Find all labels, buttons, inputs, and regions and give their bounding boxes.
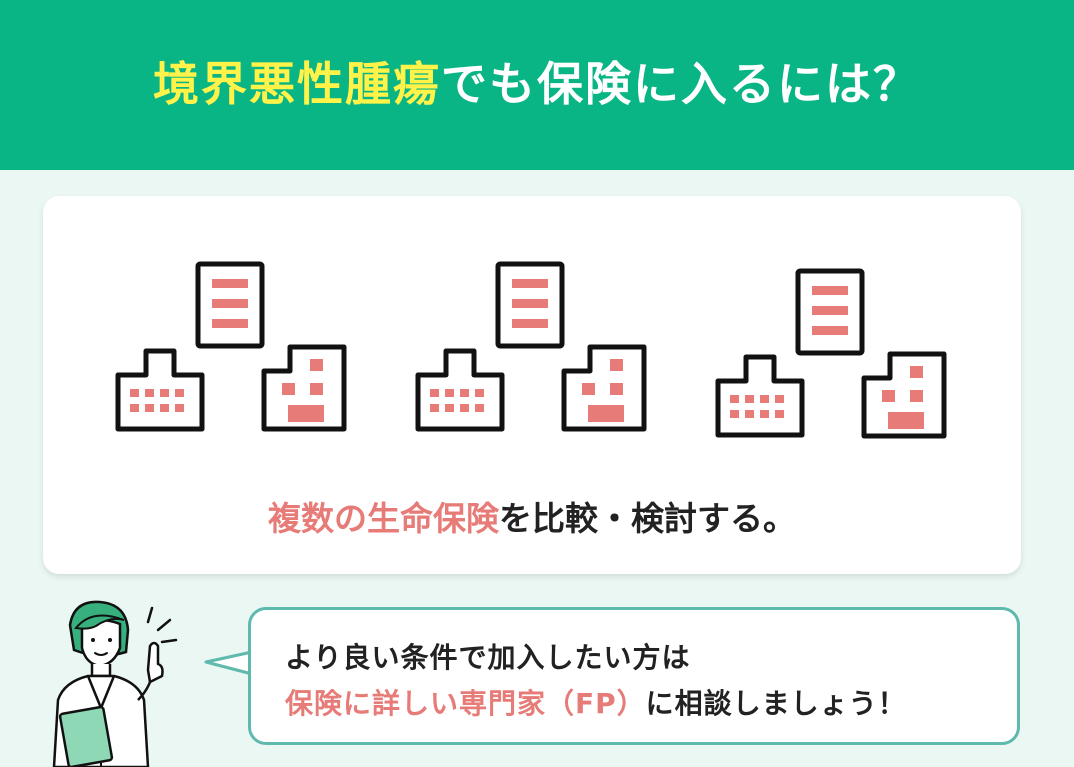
document-icon — [498, 264, 562, 346]
bubble-line-1: より良い条件で加入したい方は — [285, 641, 691, 674]
building-group-2 — [418, 264, 644, 429]
hospital-building-icon — [864, 354, 944, 436]
title-highlight: 境界悪性腫瘍 — [153, 57, 441, 111]
building-illustrations — [43, 196, 1021, 456]
office-building-icon — [718, 357, 802, 435]
speech-bubble: より良い条件で加入したい方は 保険に詳しい専門家（FP）に相談しましょう！ — [248, 607, 1020, 745]
speech-bubble-tail — [204, 650, 254, 676]
hospital-building-icon — [264, 347, 344, 429]
card-caption: 複数の生命保険を比較・検討する。 — [43, 492, 1021, 540]
document-icon — [798, 271, 862, 353]
document-icon — [198, 264, 262, 346]
header-banner: 境界悪性腫瘍でも保険に入るには？ — [0, 0, 1074, 170]
comparison-card: 複数の生命保険を比較・検討する。 — [43, 196, 1021, 574]
bubble-line-2: 保険に詳しい専門家（FP）に相談しましょう！ — [285, 682, 907, 722]
page-title: 境界悪性腫瘍でも保険に入るには？ — [153, 48, 921, 114]
office-building-icon — [418, 351, 502, 429]
woman-advisor-illustration — [52, 600, 178, 767]
caption-highlight: 複数の生命保険 — [268, 499, 499, 538]
bubble-line-2-highlight: 保険に詳しい専門家（FP） — [285, 687, 646, 720]
bubble-line-2-rest: に相談しましょう！ — [645, 687, 907, 720]
hospital-building-icon — [564, 347, 644, 429]
building-group-1 — [118, 264, 344, 429]
caption-rest: を比較・検討する。 — [499, 499, 796, 538]
office-building-icon — [118, 351, 202, 429]
title-rest: でも保険に入るには？ — [441, 57, 921, 111]
building-group-3 — [718, 271, 944, 436]
